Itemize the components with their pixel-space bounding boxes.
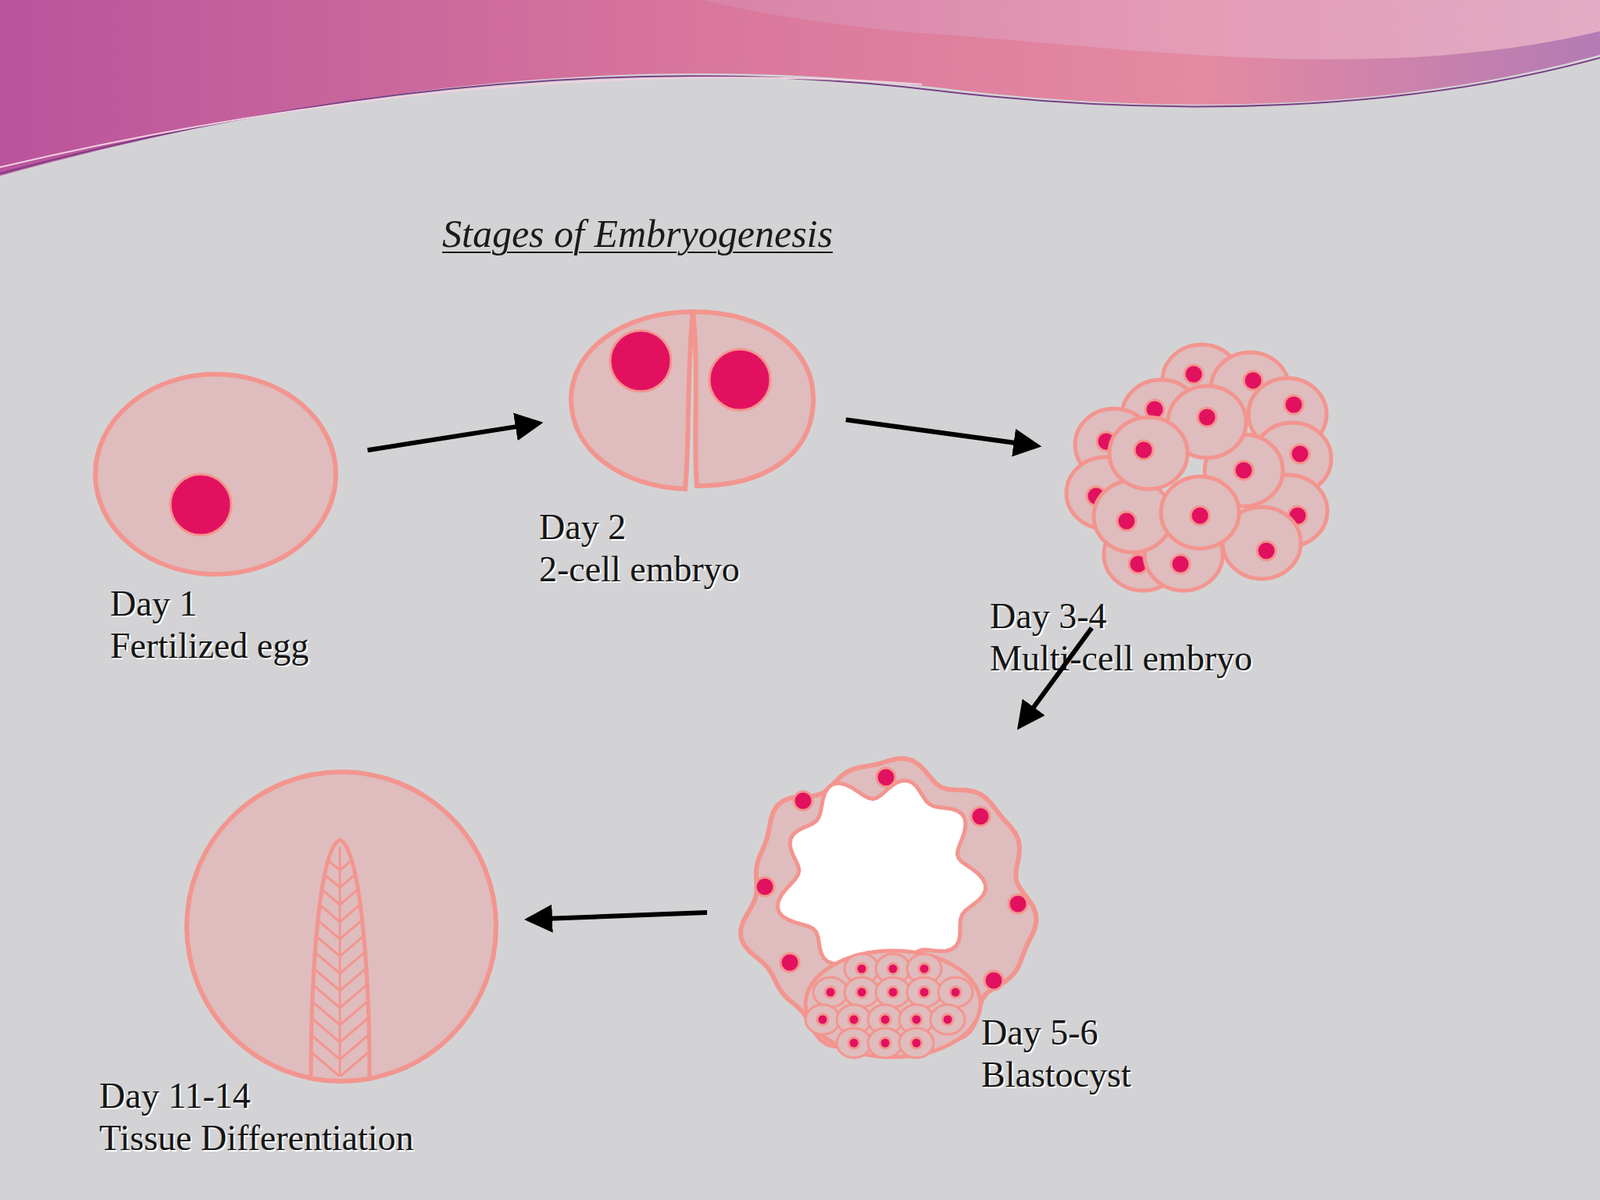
- nucleus: [1171, 554, 1190, 574]
- cell-illustration: [92, 371, 339, 577]
- icm-cell: [813, 977, 848, 1008]
- nucleus: [879, 1014, 891, 1025]
- header-swoosh: [0, 0, 1600, 204]
- nucleus: [950, 986, 961, 998]
- two-cell-embryo: Day 22-cell embryo: [567, 307, 817, 490]
- nucleus: [918, 986, 930, 998]
- nucleus: [1234, 460, 1254, 480]
- nucleus: [1134, 440, 1154, 460]
- day-label: Day 3-4: [989, 595, 1107, 638]
- nucleus: [825, 986, 836, 998]
- left-cell: [571, 311, 693, 490]
- diagram-title: Stages of Embryogenesis: [442, 210, 833, 257]
- day-label: Day 1: [110, 582, 197, 625]
- nucleus: [1284, 395, 1304, 415]
- flow-arrow: [1020, 628, 1093, 727]
- icm-cell: [836, 1028, 872, 1058]
- nucleus: [755, 877, 775, 897]
- nucleus: [817, 1014, 829, 1025]
- egg-cell: [95, 374, 336, 575]
- cell-illustration: [183, 768, 500, 1085]
- trophoblast-wall: [740, 758, 1037, 1047]
- nucleus: [910, 1037, 922, 1049]
- icm-cell: [875, 977, 911, 1008]
- cell-illustration: [567, 307, 817, 490]
- stage-label: Fertilized egg: [110, 625, 309, 668]
- right-cell: [692, 311, 814, 486]
- nucleus: [971, 807, 990, 826]
- nucleus: [910, 1014, 922, 1025]
- nucleus: [942, 1014, 954, 1025]
- nucleus: [793, 791, 813, 811]
- nucleus: [780, 953, 800, 972]
- nucleus: [1190, 506, 1210, 525]
- embryonic-disc-stage: Day 11-14Tissue Differentiation: [183, 768, 500, 1085]
- nucleus: [1008, 894, 1028, 914]
- icm-cell: [899, 1028, 934, 1058]
- nucleus: [876, 767, 896, 787]
- nucleus: [1197, 407, 1217, 427]
- icm-cell: [805, 1004, 840, 1035]
- nucleus: [848, 1014, 860, 1025]
- nucleus: [879, 1037, 891, 1049]
- nucleus: [1184, 364, 1204, 384]
- icm-cell: [907, 977, 942, 1008]
- nucleus: [1257, 541, 1276, 561]
- embryonic-disc: [186, 771, 497, 1082]
- day-label: Day 2: [539, 506, 626, 549]
- flow-arrow: [846, 419, 1038, 446]
- blastomere: [1160, 476, 1240, 549]
- day-label: Day 5-6: [981, 1011, 1098, 1054]
- nucleus: [984, 971, 1004, 990]
- stage-label: Blastocyst: [981, 1053, 1132, 1097]
- nucleus: [856, 986, 868, 998]
- nucleus: [709, 349, 771, 411]
- nucleus: [170, 474, 232, 536]
- blastomere: [1109, 417, 1188, 490]
- primitive-streak: [310, 839, 370, 1077]
- flow-arrow: [528, 912, 708, 920]
- day-label: Day 11-14: [99, 1075, 251, 1118]
- stage-label: Multi-cell embryo: [989, 637, 1253, 680]
- flow-arrow: [367, 423, 540, 451]
- nucleus: [887, 963, 899, 975]
- morula: Day 3-4Multi-cell embryo: [1066, 334, 1350, 604]
- fertilized-egg: Day 1Fertilized egg: [92, 371, 339, 577]
- icm-cell: [844, 977, 879, 1008]
- nucleus: [610, 330, 672, 392]
- stage-label: Tissue Differentiation: [99, 1117, 414, 1160]
- nucleus: [1290, 444, 1310, 464]
- nucleus: [1117, 511, 1136, 531]
- nucleus: [848, 1037, 860, 1049]
- icm-cell: [938, 977, 973, 1008]
- blastocyst: Day 5-6Blastocyst: [736, 750, 1041, 1061]
- nucleus: [887, 986, 899, 998]
- inner-cell-mass: [805, 950, 981, 1058]
- cell-illustration: [1066, 334, 1350, 604]
- stage-label: 2-cell embryo: [539, 548, 740, 591]
- icm-cell: [930, 1004, 965, 1035]
- nucleus: [856, 963, 868, 975]
- nucleus: [918, 963, 930, 975]
- icm-cell: [867, 1028, 903, 1058]
